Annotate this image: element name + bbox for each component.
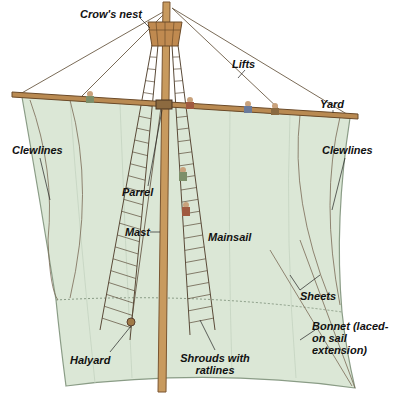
halyard-rope [132, 100, 162, 318]
part-label: Sheets [300, 290, 350, 302]
clewline-ropes [30, 100, 340, 305]
part-label: Mainsail [208, 231, 268, 243]
part-label: Yard [320, 98, 360, 110]
sailor-figures [86, 91, 279, 216]
crows-nest-basket [148, 22, 182, 46]
mainsail-cloth [22, 97, 355, 388]
ratline-steps [102, 57, 213, 328]
part-label: Bonnet (laced-on sail extension) [312, 320, 398, 356]
part-label: Lifts [232, 58, 272, 70]
halyard-block [127, 318, 135, 326]
part-label: Shrouds with ratlines [175, 352, 255, 376]
part-label: Parrel [122, 186, 172, 198]
part-label: Halyard [70, 354, 130, 366]
sheet-ropes [270, 240, 355, 388]
part-label: Clewlines [12, 144, 82, 156]
yard-spar [12, 92, 358, 119]
bonnet-seam [56, 298, 342, 312]
parrel-collar [156, 100, 172, 109]
part-label: Clewlines [322, 144, 392, 156]
leader-lines [40, 18, 345, 352]
part-label: Mast [120, 226, 150, 238]
sail-panels [70, 100, 296, 383]
mast-pole [158, 2, 170, 392]
crows-nest-staves [149, 22, 181, 46]
shroud-ropes [100, 45, 215, 340]
part-label: Crow's nest [72, 8, 142, 20]
